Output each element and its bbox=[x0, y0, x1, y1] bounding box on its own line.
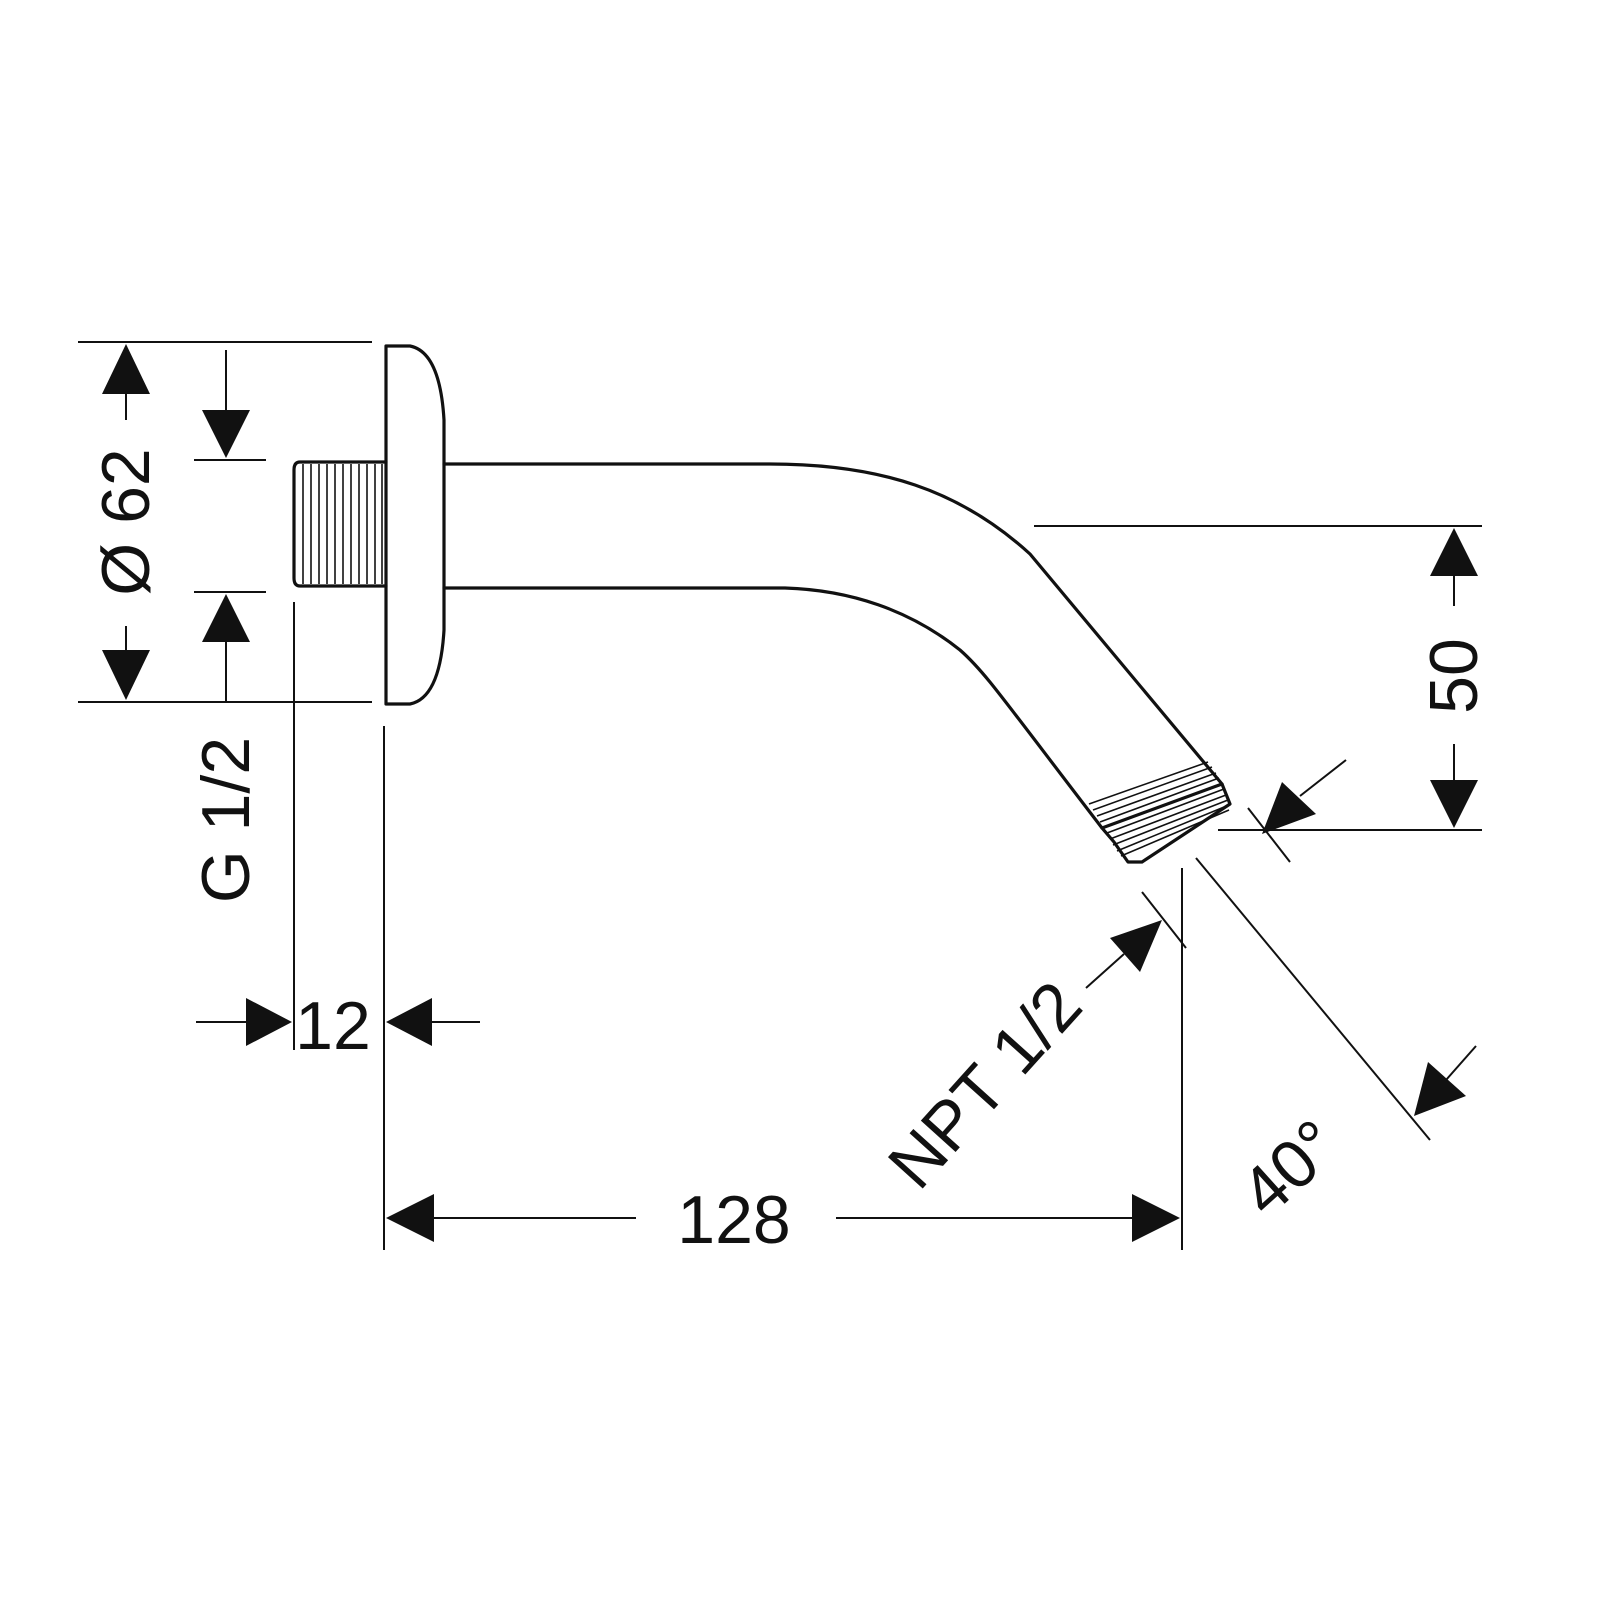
dimension-inlet-length: 12 bbox=[196, 602, 480, 1250]
inlet-thread-arrow-top bbox=[202, 410, 250, 458]
inlet-thread-lines bbox=[302, 464, 383, 584]
inlet-nipple bbox=[292, 460, 388, 588]
wall-flange bbox=[384, 344, 446, 706]
outlet-thread-label: NPT 1/2 bbox=[874, 967, 1097, 1202]
dimension-outlet-angle: 40° bbox=[1195, 857, 1477, 1231]
inlet-thread-arrow-bottom bbox=[202, 594, 250, 642]
dimension-outlet-thread: NPT 1/2 bbox=[874, 891, 1187, 1203]
arm-tube-upper-edge bbox=[442, 462, 1224, 786]
outlet-angle-label: 40° bbox=[1226, 1105, 1353, 1230]
dimension-outlet-drop: 50 bbox=[1034, 525, 1492, 863]
outlet-thread-arrow bbox=[1110, 920, 1162, 972]
inlet-length-label: 12 bbox=[295, 988, 371, 1064]
outlet-thread-lines bbox=[1088, 761, 1230, 857]
outlet-drop-arrow-top bbox=[1430, 528, 1478, 576]
diameter-arrow-bottom bbox=[102, 650, 150, 700]
inlet-thread-label: G 1/2 bbox=[188, 737, 264, 903]
outlet-drop-arrow-bottom bbox=[1430, 780, 1478, 828]
diameter-arrow-top bbox=[102, 344, 150, 394]
inlet-length-arrow-right bbox=[386, 998, 432, 1046]
outlet-end-marker-arrow bbox=[1262, 782, 1316, 834]
outlet-drop-label: 50 bbox=[1416, 638, 1492, 714]
flange-diameter-label: Ø 62 bbox=[88, 448, 164, 595]
outlet-thread-end bbox=[1100, 782, 1232, 864]
arm-length-label: 128 bbox=[677, 1182, 790, 1258]
shower-arm-part bbox=[292, 344, 1232, 864]
arm-length-arrow-right bbox=[1132, 1194, 1180, 1242]
outlet-angle-arrow bbox=[1414, 1062, 1466, 1116]
inlet-length-arrow-left bbox=[246, 998, 292, 1046]
arm-length-arrow-left bbox=[386, 1194, 434, 1242]
dimension-flange-diameter: Ø 62 bbox=[78, 341, 372, 703]
dimension-inlet-thread: G 1/2 bbox=[188, 350, 266, 903]
arm-tube-lower-edge bbox=[442, 586, 1104, 830]
dimension-arm-length: 128 bbox=[386, 868, 1183, 1258]
